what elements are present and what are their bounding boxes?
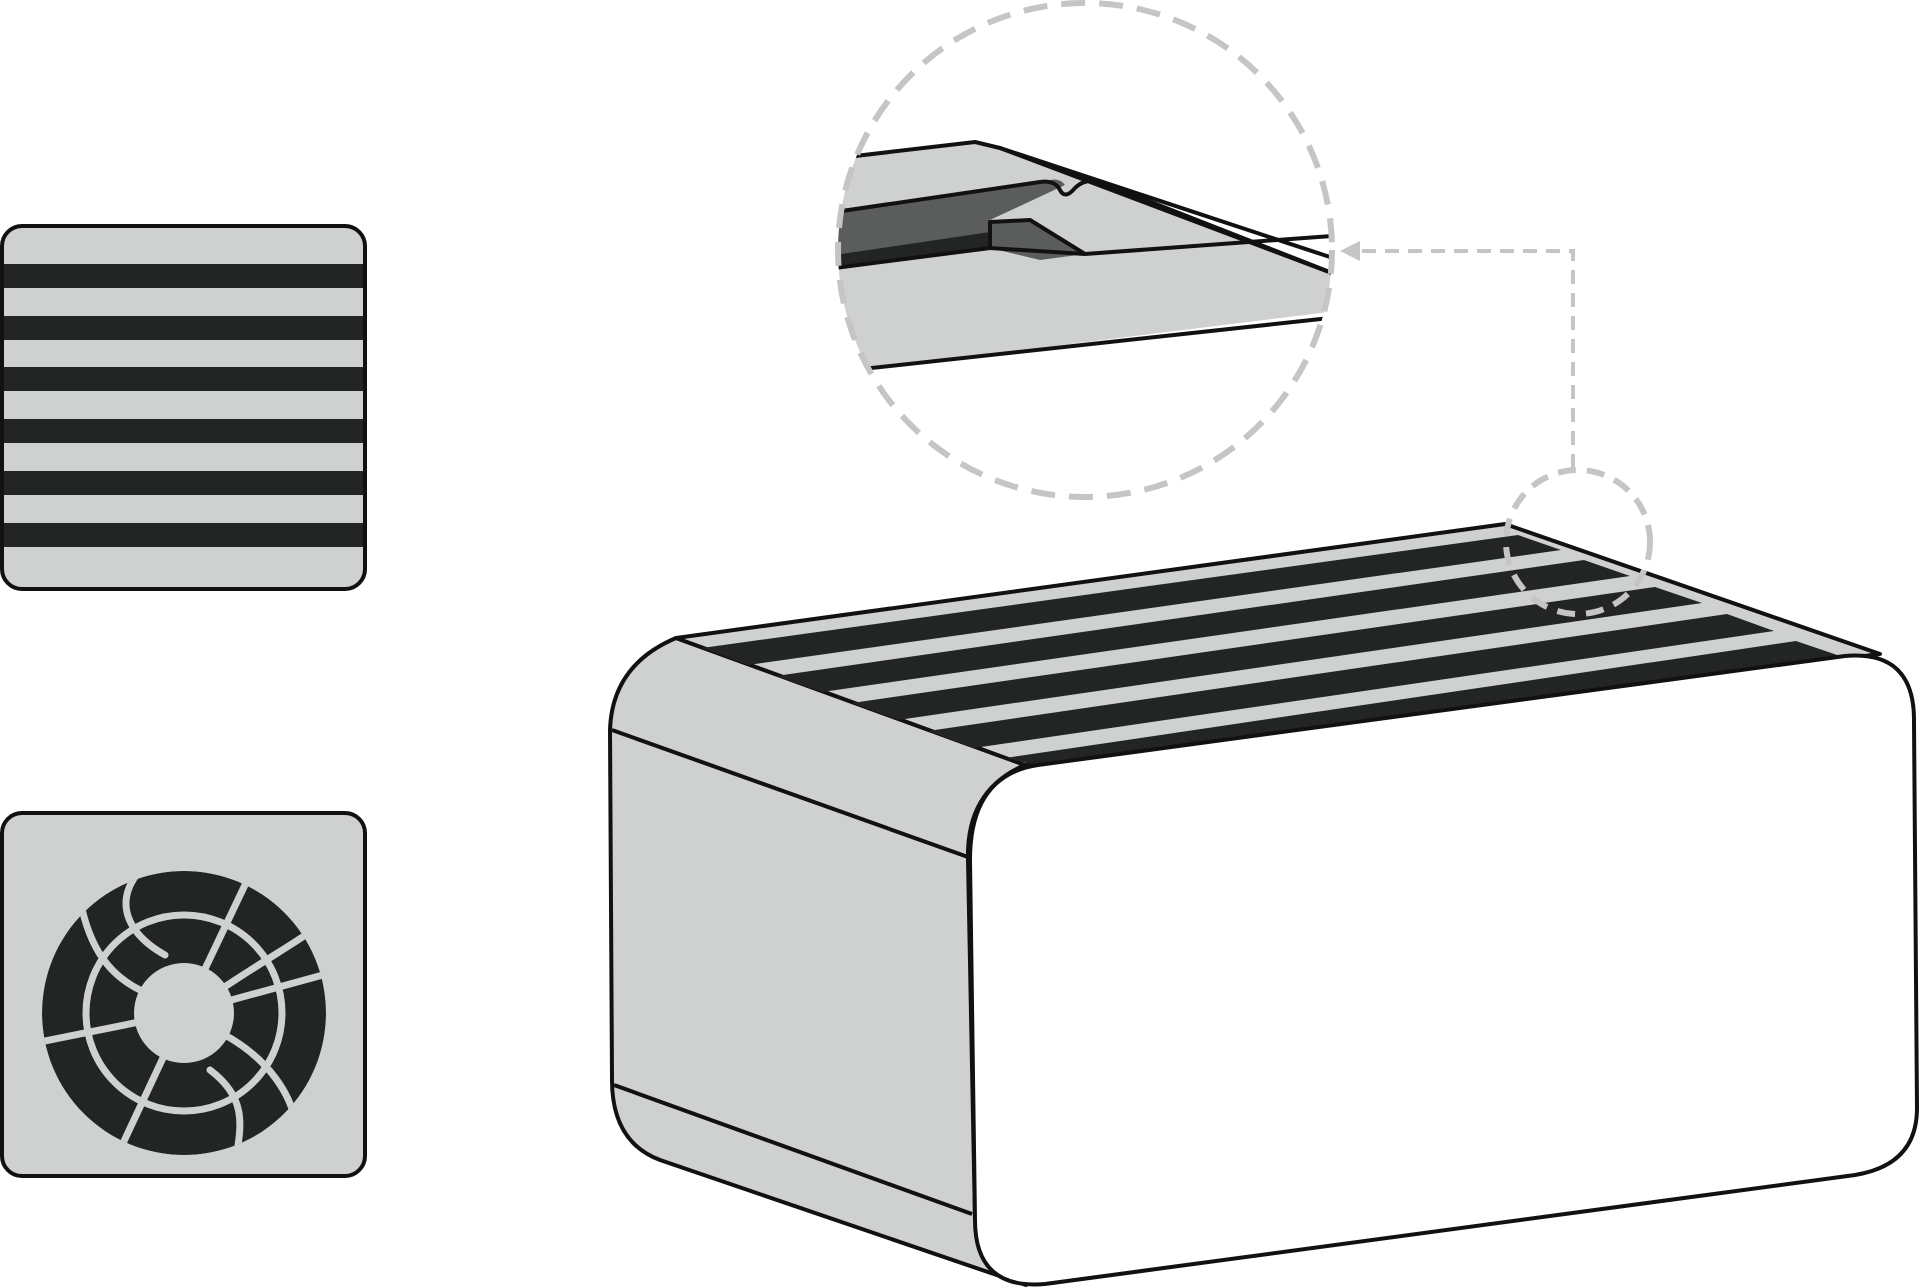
zoom-edge-top — [838, 140, 1332, 280]
callout-arrowhead — [1340, 241, 1360, 261]
enclosure-front-face — [968, 653, 1919, 1287]
enclosure-top-slots — [702, 535, 1843, 766]
vent-slot — [4, 419, 363, 443]
fan-grille-panel — [0, 811, 367, 1178]
zoom-groove-lower — [838, 233, 1332, 270]
top-slot — [702, 535, 1561, 665]
zoom-edge-top-inner — [999, 146, 1332, 264]
zoom-groove-upper — [838, 178, 1101, 214]
zoom-slot-edge — [1099, 180, 1332, 280]
slotted-vent-panel — [0, 224, 367, 591]
callout-source-circle — [1503, 467, 1653, 617]
callout-magnifier-circle — [835, 0, 1335, 500]
side-panel-line — [613, 1083, 973, 1216]
fan-arc — [76, 896, 144, 994]
enclosure-box — [608, 522, 1919, 1287]
fan-ring-outer — [82, 911, 286, 1115]
vent-slot — [4, 367, 363, 391]
zoom-slot-floor — [838, 232, 990, 268]
side-panel-line — [611, 728, 969, 859]
zoom-groove-step — [988, 218, 1087, 256]
callout-connector-line — [1358, 249, 1575, 468]
magnifier-callout-icon — [838, 140, 1332, 374]
vent-slot — [4, 471, 363, 495]
vent-slot — [4, 316, 363, 340]
top-slot — [852, 587, 1702, 720]
zoom-slot-dark — [838, 179, 1065, 268]
vent-slot — [4, 264, 363, 288]
zoom-edge-bottom — [838, 316, 1331, 374]
detail-callout — [835, 0, 1653, 617]
fan-grille-icon — [42, 871, 326, 1155]
vent-slot — [4, 523, 363, 547]
fan-hub — [134, 963, 234, 1063]
top-slot — [1005, 641, 1843, 766]
fan-arc — [122, 871, 169, 959]
slotted-vent-icon — [4, 264, 363, 547]
top-slot — [928, 614, 1774, 748]
top-slot — [776, 560, 1630, 692]
